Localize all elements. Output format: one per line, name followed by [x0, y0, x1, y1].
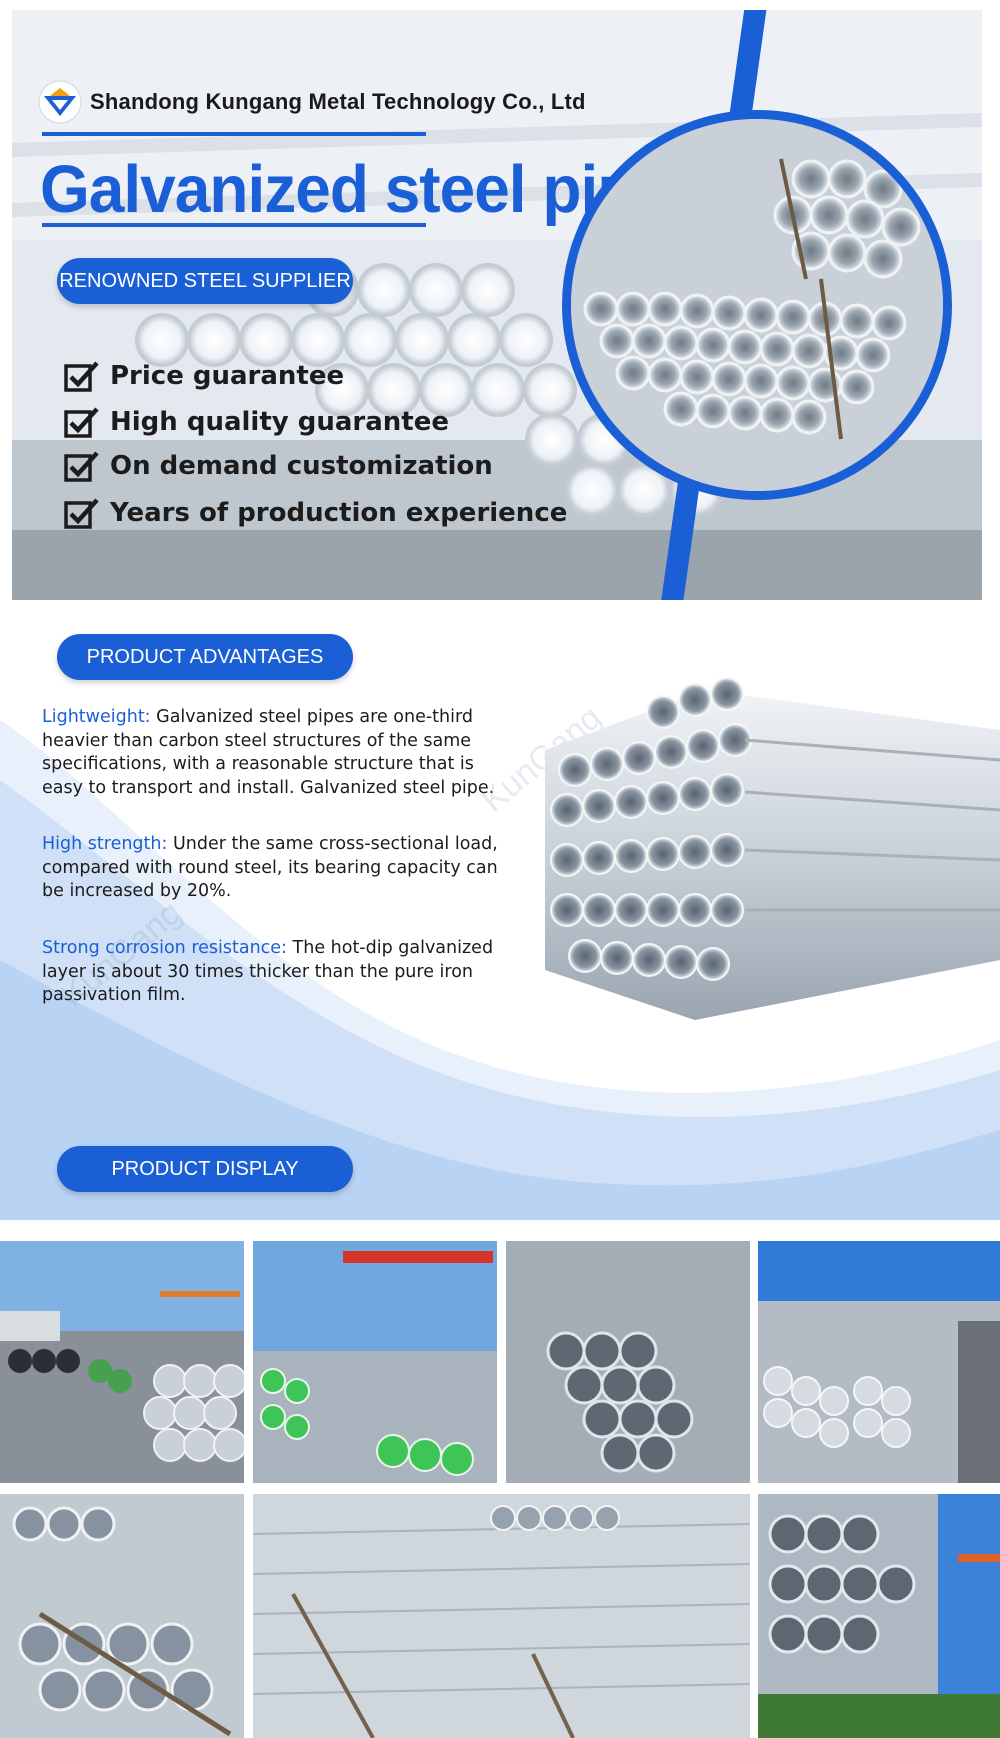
- company-name: Shandong Kungang Metal Technology Co., L…: [90, 89, 586, 114]
- advantage-description: The hot-dip galvanized layer is about 30…: [42, 938, 494, 1005]
- feature-item: High quality guarantee: [64, 406, 449, 438]
- advantage-label: Lightweight:: [42, 707, 151, 727]
- advantage-item: Strong corrosion resistance: The hot-dip…: [42, 937, 517, 1008]
- advantage-description: Galvanized steel pipes are one-third hea…: [42, 707, 495, 798]
- check-box-icon: [64, 407, 99, 438]
- gallery-photo: [758, 1494, 1000, 1738]
- section-heading-advantages: PRODUCT ADVANTAGES: [57, 634, 353, 680]
- advantage-item: High strength: Under the same cross-sect…: [42, 833, 517, 904]
- check-box-icon: [64, 451, 99, 482]
- page-title: Galvanized steel pipe: [40, 151, 671, 227]
- feature-label: Years of production experience: [110, 498, 568, 528]
- gallery-photo: [506, 1241, 750, 1483]
- pipe-stack-photo: [545, 677, 1000, 1020]
- check-box-icon: [64, 361, 99, 392]
- gallery-photo: [253, 1494, 750, 1738]
- gallery-photo: [253, 1241, 497, 1483]
- hero-banner: Shandong Kungang Metal Technology Co., L…: [12, 10, 982, 600]
- feature-item: Years of production experience: [64, 497, 567, 529]
- title-bottom-rule: [42, 223, 426, 227]
- title-top-rule: [42, 132, 426, 136]
- section-heading-display: PRODUCT DISPLAY: [57, 1146, 353, 1192]
- check-box-icon: [64, 498, 99, 529]
- gallery-photo: [0, 1241, 244, 1483]
- advantage-item: Lightweight: Galvanized steel pipes are …: [42, 706, 517, 800]
- gallery-photo: [758, 1241, 1000, 1483]
- feature-item: Price guarantee: [64, 360, 344, 392]
- company-header: Shandong Kungang Metal Technology Co., L…: [38, 80, 586, 124]
- product-circle-photo: [562, 110, 952, 500]
- advantage-label: Strong corrosion resistance:: [42, 938, 287, 958]
- advantage-label: High strength:: [42, 834, 168, 854]
- gallery-photo: [0, 1494, 244, 1738]
- pipe-bundle-illustration: [571, 119, 943, 491]
- advantage-description: Under the same cross-sectional load, com…: [42, 834, 498, 901]
- feature-item: On demand customization: [64, 450, 493, 482]
- feature-label: On demand customization: [110, 451, 493, 481]
- company-logo-icon: [38, 80, 82, 124]
- supplier-badge: RENOWNED STEEL SUPPLIER: [57, 258, 353, 304]
- feature-label: High quality guarantee: [110, 407, 450, 437]
- feature-label: Price guarantee: [110, 361, 345, 391]
